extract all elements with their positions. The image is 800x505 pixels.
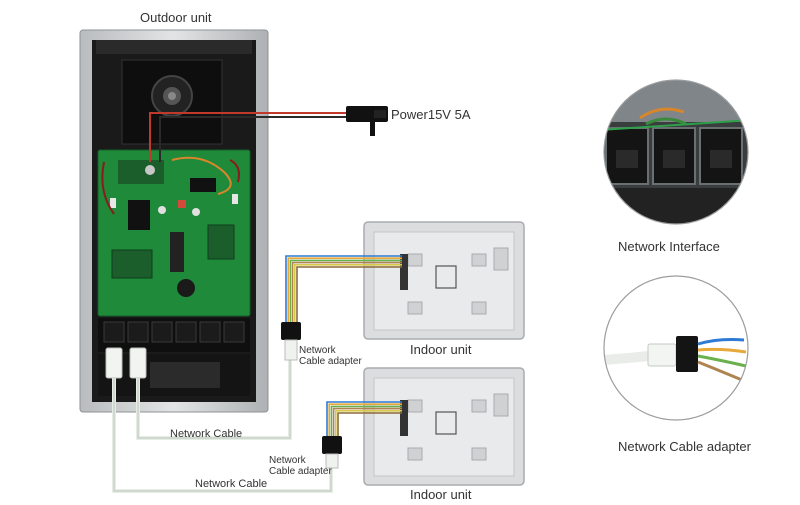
wire-strand [335, 410, 402, 436]
indoor-unit-2 [363, 367, 525, 486]
network-cables [112, 360, 333, 493]
indoor-unit-1-wires [285, 255, 402, 322]
wire-strand [296, 266, 402, 322]
network-interface-detail [603, 79, 749, 225]
wire-strand [285, 255, 402, 322]
network-interface-label: Network Interface [618, 239, 720, 254]
wire-strand [291, 261, 402, 322]
cable-adapter-2-label: Network Cable adapter [269, 455, 332, 477]
camera-module [121, 59, 223, 145]
indoor-unit-1-label: Indoor unit [410, 342, 472, 357]
wire-strand [294, 264, 402, 322]
cable-adapter-2-label-line2: Cable adapter [269, 466, 332, 477]
wire-strand [326, 401, 402, 436]
cable-adapter-2 [322, 436, 342, 469]
cable-adapter-2-label-line1: Network [269, 455, 306, 466]
wire-strand [337, 412, 402, 436]
network-cable-adapter-detail [603, 275, 749, 421]
network-cable-1-label: Network Cable [170, 428, 243, 440]
power-label: Power15V 5A [391, 107, 471, 122]
wire-strand [332, 407, 402, 436]
wire-strand [328, 403, 402, 436]
indoor-unit-2-label: Indoor unit [410, 487, 472, 502]
cable-adapter-1 [281, 322, 301, 361]
wire-strand [289, 259, 402, 322]
wire-strand [287, 257, 402, 322]
circuit-board [97, 149, 251, 317]
outdoor-cable-plugs [105, 347, 147, 379]
indoor-unit-1 [363, 221, 525, 340]
outdoor-rj45-ports [98, 318, 250, 352]
indoor-unit-2-wires [326, 401, 402, 436]
outdoor-unit [79, 29, 269, 413]
network-cable-adapter-label: Network Cable adapter [618, 439, 751, 454]
wire-strand [330, 405, 402, 436]
cable-adapter-1-label-line1: Network [299, 345, 336, 356]
network-cable-2-label: Network Cable [195, 478, 268, 490]
power-wiring [149, 106, 388, 162]
cable-adapter-1-label: Network Cable adapter [299, 345, 362, 367]
outdoor-unit-label: Outdoor unit [140, 10, 212, 25]
power-adapter-plug [346, 106, 388, 136]
cable-adapter-1-label-line2: Cable adapter [299, 356, 362, 367]
